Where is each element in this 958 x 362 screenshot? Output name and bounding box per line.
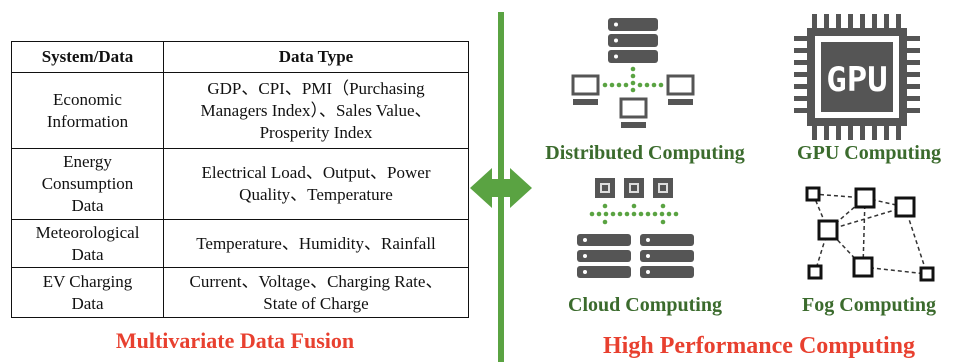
cell-line: EV Charging	[42, 271, 133, 291]
cell-line: Energy	[63, 152, 112, 171]
table-row: Economic Information GDP、CPI、PMI（Purchas…	[11, 72, 469, 149]
cloud-computing-label: Cloud Computing	[568, 294, 722, 316]
row-data-type-cell: Electrical Load、Output、Power Quality、Tem…	[163, 148, 469, 220]
table-row: EV Charging Data Current、Voltage、Chargin…	[11, 267, 469, 318]
cell-line: Current、Voltage、Charging Rate、	[189, 271, 443, 291]
cell-line: GDP、CPI、PMI（Purchasing	[207, 78, 425, 98]
distributed-computing-label: Distributed Computing	[545, 142, 745, 164]
cell-line: State of Charge	[263, 293, 369, 313]
high-performance-computing-caption: High Performance Computing	[603, 333, 915, 359]
cell-line: Data	[71, 196, 104, 215]
fog-computing-icon	[805, 186, 935, 282]
cell-line: Electrical Load、Output、Power	[201, 163, 431, 182]
cloud-computing-icon	[577, 178, 694, 278]
gpu-chip-icon: GPU	[794, 14, 920, 140]
row-system-cell: Meteorological Data	[11, 219, 164, 268]
row-data-type-cell: Temperature、Humidity、Rainfall	[163, 219, 469, 268]
cell-line: Data	[71, 293, 104, 313]
gpu-chip-text: GPU	[826, 60, 887, 100]
header-system-data: System/Data	[11, 41, 164, 73]
row-system-cell: EV Charging Data	[11, 267, 164, 318]
cell-line: Quality、Temperature	[239, 185, 393, 204]
cell-line: Data	[71, 244, 104, 264]
cell-line: Prosperity Index	[259, 122, 373, 142]
cell-line: Managers Index）、Sales Value、	[200, 100, 432, 120]
distributed-computing-icon	[571, 18, 695, 128]
fog-computing-label: Fog Computing	[802, 294, 936, 316]
row-system-cell: Economic Information	[11, 72, 164, 149]
multivariate-data-fusion-caption: Multivariate Data Fusion	[115, 328, 355, 353]
cell-line: Economic	[53, 89, 122, 109]
header-data-type: Data Type	[163, 41, 469, 73]
row-data-type-cell: Current、Voltage、Charging Rate、 State of …	[163, 267, 469, 318]
row-system-cell: Energy Consumption Data	[11, 148, 164, 220]
cell-line: Consumption	[41, 174, 134, 193]
cell-line: Information	[46, 111, 129, 131]
table-row: Meteorological Data Temperature、Humidity…	[11, 219, 469, 268]
table-row: Energy Consumption Data Electrical Load、…	[11, 148, 469, 220]
double-arrow-icon	[470, 168, 532, 208]
cell-line: Meteorological	[35, 222, 140, 242]
row-data-type-cell: GDP、CPI、PMI（Purchasing Managers Index）、S…	[163, 72, 469, 149]
data-type-table: System/Data Data Type Economic Informati…	[11, 41, 469, 318]
cell-line: Temperature、Humidity、Rainfall	[196, 233, 436, 253]
gpu-computing-label: GPU Computing	[797, 142, 941, 164]
